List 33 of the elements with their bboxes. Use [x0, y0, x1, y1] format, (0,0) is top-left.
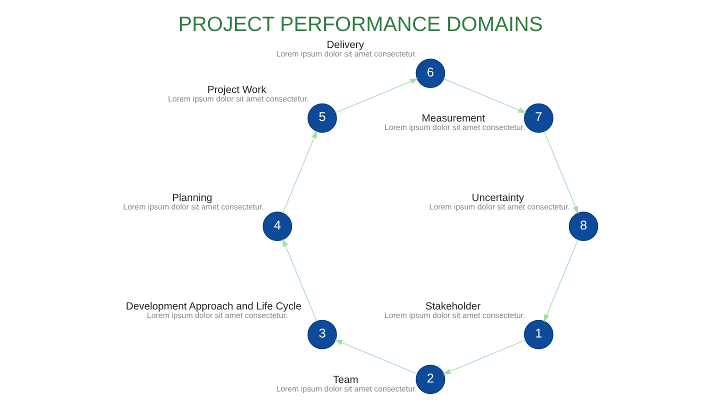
arrow	[334, 78, 418, 114]
node-label: Delivery	[326, 40, 364, 52]
diagram-title: PROJECT PERFORMANCE DOMAINS	[178, 13, 542, 36]
node-label: Lorem ipsum dolor sit amet consectetur.	[168, 94, 308, 104]
arrow	[442, 340, 526, 374]
arrow	[442, 78, 526, 114]
node-circle: 5	[307, 103, 336, 133]
node-label: Lorem ipsum dolor sit amet consectetur.	[384, 123, 525, 132]
node-circle: 3	[307, 320, 336, 350]
node-label: Uncertainty	[471, 193, 524, 204]
node-circle: 2	[415, 364, 445, 394]
node-label: Development Approach and Life Cycle	[125, 301, 302, 312]
node-label: Lorem ipsum dolor sit amet consectetur.	[122, 202, 264, 212]
node-circle: 6	[415, 58, 445, 88]
node-circle: 1	[523, 320, 553, 350]
node-label: Lorem ipsum dolor sit amet consectetur.	[384, 310, 525, 320]
node-circle: 8	[568, 212, 598, 242]
node-circle: 4	[262, 212, 292, 242]
node-label: Measurement	[421, 114, 484, 125]
node-label: Lorem ipsum dolor sit amet consectetur.	[146, 310, 288, 320]
node-label: Lorem ipsum dolor sit amet consectetur.	[276, 50, 416, 59]
arrow	[543, 239, 578, 322]
node-label: Lorem ipsum dolor sit amet consectetur.	[276, 384, 416, 394]
arrow	[334, 340, 418, 374]
node-label: Planning	[172, 193, 212, 204]
node-label: Project Work	[206, 85, 266, 96]
arrow	[282, 238, 317, 322]
node-label: Team	[332, 374, 358, 386]
node-circle: 7	[523, 103, 553, 133]
node-label: Stakeholder	[424, 301, 480, 312]
arrow	[543, 131, 578, 214]
arrow	[282, 130, 317, 214]
node-label: Lorem ipsum dolor sit amet consectetur.	[428, 202, 570, 212]
